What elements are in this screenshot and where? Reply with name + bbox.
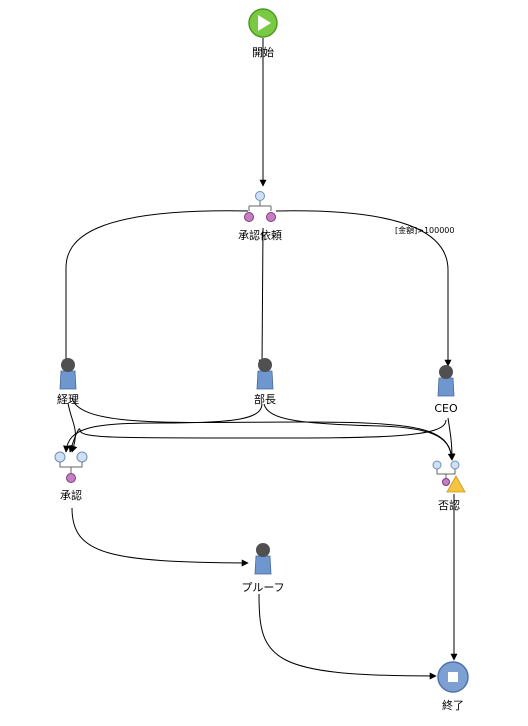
approve-label: 承認 [60, 488, 82, 502]
output-port-icon [266, 212, 276, 222]
join-connector-icon [59, 462, 83, 473]
edge-bucho-approve[interactable] [63, 403, 263, 453]
pluff-node[interactable]: プルーフ [241, 543, 285, 594]
person-icon [254, 555, 272, 575]
warning-icon [446, 475, 466, 493]
output-port-icon [244, 212, 254, 222]
edge-keiri-reject[interactable] [71, 397, 456, 461]
edge-pluff-end[interactable] [258, 593, 437, 680]
end-node[interactable]: 終了 [437, 661, 469, 712]
person-head-icon [258, 358, 272, 372]
request-label: 承認依頼 [238, 228, 282, 242]
person-icon [59, 370, 77, 390]
output-port-icon [66, 473, 76, 483]
ceo-label: CEO [434, 402, 458, 415]
edge-request-keiri[interactable] [62, 210, 249, 367]
person-head-icon [439, 365, 453, 379]
edge-ceo-reject[interactable] [447, 417, 456, 461]
end-label: 終了 [442, 698, 464, 712]
play-icon [258, 15, 271, 31]
ceo-node[interactable]: CEO [434, 365, 458, 415]
start-label: 開始 [252, 45, 274, 59]
request-node[interactable]: 承認依頼 [238, 191, 282, 243]
edge-request-ceo[interactable] [275, 210, 452, 367]
edge-approve-pluff[interactable] [71, 507, 249, 567]
edges [62, 38, 458, 680]
input-port-icon [432, 460, 442, 470]
join-connector-icon [436, 469, 456, 478]
pluff-label: プルーフ [241, 581, 284, 594]
start-node[interactable]: 開始 [248, 8, 278, 59]
split-connector-icon [248, 201, 272, 211]
keiri-node[interactable]: 経理 [57, 358, 79, 406]
edge-condition-label: [金額]>100000 [395, 225, 454, 235]
person-icon [437, 377, 455, 397]
edge-bucho-reject[interactable] [263, 403, 455, 461]
input-port-icon [54, 451, 66, 463]
person-icon [256, 370, 274, 390]
edge-request-bucho[interactable] [258, 227, 266, 367]
input-port-icon [450, 460, 460, 470]
bucho-label: 部長 [254, 392, 276, 406]
input-port-icon [255, 191, 265, 201]
stop-icon [448, 672, 458, 682]
reject-node[interactable]: 否認 [432, 460, 466, 512]
reject-label: 否認 [438, 498, 460, 512]
edge-ceo-approve[interactable] [68, 419, 447, 453]
person-head-icon [256, 543, 270, 557]
edge-keiri-approve[interactable] [67, 402, 78, 453]
person-head-icon [61, 358, 75, 372]
approve-node[interactable]: 承認 [54, 451, 88, 502]
output-port-icon [442, 478, 450, 486]
bucho-node[interactable]: 部長 [254, 358, 276, 406]
keiri-label: 経理 [57, 393, 79, 406]
input-port-icon [76, 451, 88, 463]
